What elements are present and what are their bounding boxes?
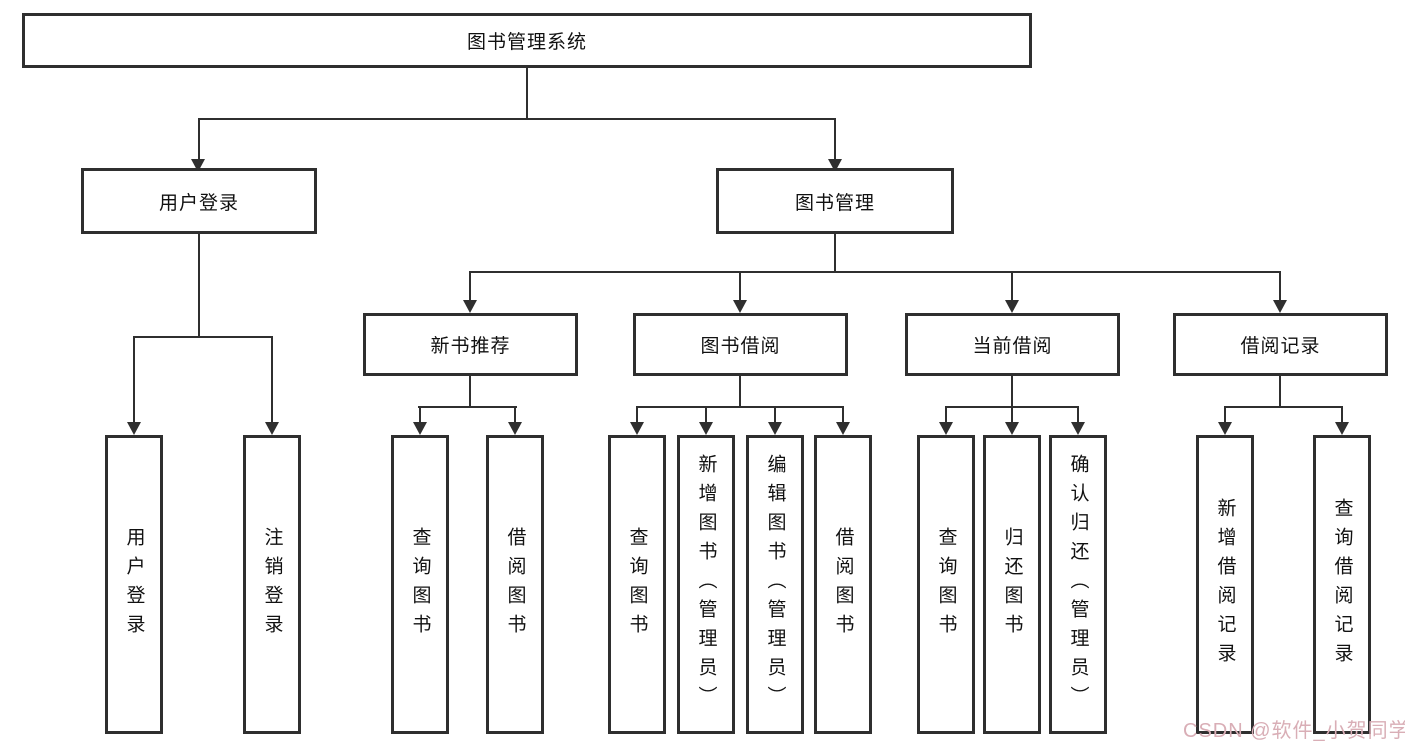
leaf-add-borrow-record: 新增借阅记录 <box>1196 435 1254 734</box>
connector-hline <box>469 271 1281 273</box>
node-current-borrowing-label: 当前借阅 <box>972 336 1053 357</box>
connector-vline <box>514 406 516 422</box>
leaf-add-borrow-record-label: 新增借阅记录 <box>1214 497 1236 672</box>
node-book-borrowing: 图书借阅 <box>633 313 848 376</box>
connector-hline <box>418 406 517 408</box>
arrow-down <box>1273 300 1287 313</box>
arrow-down <box>630 422 644 435</box>
arrow-down <box>733 300 747 313</box>
connector-vline <box>271 336 273 422</box>
connector-vline <box>1011 271 1013 300</box>
leaf-query-books-borrowing: 查询图书 <box>608 435 666 734</box>
leaf-logout-login: 注销登录 <box>243 435 301 734</box>
leaf-query-books-borrowing-label: 查询图书 <box>626 526 648 643</box>
connector-vline <box>1279 271 1281 300</box>
connector-vline <box>526 68 528 118</box>
leaf-edit-book-admin-label: 编辑图书（管理员） <box>764 454 786 715</box>
leaf-logout-login-label: 注销登录 <box>261 526 283 643</box>
leaf-add-book-admin-label: 新增图书（管理员） <box>695 454 717 715</box>
node-borrowing-records-label: 借阅记录 <box>1240 336 1321 357</box>
node-new-book-recommend-label: 新书推荐 <box>430 336 511 357</box>
leaf-return-book-label: 归还图书 <box>1001 526 1023 643</box>
leaf-query-books-recommend-label: 查询图书 <box>409 526 431 643</box>
leaf-confirm-return-admin-label: 确认归还（管理员） <box>1067 454 1089 715</box>
node-user-login-label: 用户登录 <box>158 192 239 214</box>
connector-hline <box>198 118 836 120</box>
watermark: CSDN @软件_小贺同学 <box>1183 720 1405 742</box>
node-library-system: 图书管理系统 <box>22 13 1032 68</box>
node-user-login: 用户登录 <box>81 168 317 234</box>
arrow-down <box>1005 300 1019 313</box>
arrow-down <box>127 422 141 435</box>
connector-vline <box>469 271 471 300</box>
arrow-down <box>1218 422 1232 435</box>
leaf-query-borrow-record-label: 查询借阅记录 <box>1331 497 1353 672</box>
connector-vline <box>842 406 844 422</box>
arrow-down <box>1005 422 1019 435</box>
arrow-down <box>1071 422 1085 435</box>
connector-vline <box>469 376 471 406</box>
connector-vline <box>636 406 638 422</box>
connector-hline <box>133 336 273 338</box>
arrow-down <box>939 422 953 435</box>
leaf-add-book-admin: 新增图书（管理员） <box>677 435 735 734</box>
arrow-down <box>836 422 850 435</box>
leaf-query-borrow-record: 查询借阅记录 <box>1313 435 1371 734</box>
connector-vline <box>1224 406 1226 422</box>
connector-vline <box>739 271 741 300</box>
connector-vline <box>834 234 836 271</box>
node-library-system-label: 图书管理系统 <box>466 32 587 53</box>
leaf-query-books-recommend: 查询图书 <box>391 435 449 734</box>
arrow-down <box>463 300 477 313</box>
connector-vline <box>945 406 947 422</box>
node-book-management-label: 图书管理 <box>794 192 875 214</box>
connector-vline <box>834 118 836 159</box>
connector-vline <box>133 336 135 422</box>
leaf-borrow-books-recommend: 借阅图书 <box>486 435 544 734</box>
leaf-borrow-books-borrowing-label: 借阅图书 <box>832 526 854 643</box>
arrow-down <box>768 422 782 435</box>
connector-vline <box>419 406 421 422</box>
connector-vline <box>1011 376 1013 406</box>
connector-vline <box>198 234 200 336</box>
connector-vline <box>1341 406 1343 422</box>
arrow-down <box>508 422 522 435</box>
leaf-return-book: 归还图书 <box>983 435 1041 734</box>
node-book-management: 图书管理 <box>716 168 954 234</box>
leaf-borrow-books-recommend-label: 借阅图书 <box>504 526 526 643</box>
connector-vline <box>1077 406 1079 422</box>
connector-vline <box>1011 406 1013 422</box>
node-borrowing-records: 借阅记录 <box>1173 313 1388 376</box>
leaf-edit-book-admin: 编辑图书（管理员） <box>746 435 804 734</box>
arrow-down <box>413 422 427 435</box>
connector-vline <box>198 118 200 159</box>
leaf-borrow-books-borrowing: 借阅图书 <box>814 435 872 734</box>
connector-hline <box>1224 406 1343 408</box>
leaf-query-books-current-label: 查询图书 <box>935 526 957 643</box>
arrow-down <box>1335 422 1349 435</box>
leaf-user-login-label: 用户登录 <box>123 526 145 643</box>
node-new-book-recommend: 新书推荐 <box>363 313 578 376</box>
leaf-user-login: 用户登录 <box>105 435 163 734</box>
connector-vline <box>774 406 776 422</box>
arrow-down <box>265 422 279 435</box>
node-book-borrowing-label: 图书借阅 <box>700 336 781 357</box>
node-current-borrowing: 当前借阅 <box>905 313 1120 376</box>
connector-vline <box>739 376 741 406</box>
leaf-confirm-return-admin: 确认归还（管理员） <box>1049 435 1107 734</box>
arrow-down <box>699 422 713 435</box>
leaf-query-books-current: 查询图书 <box>917 435 975 734</box>
connector-hline <box>636 406 844 408</box>
connector-vline <box>705 406 707 422</box>
connector-vline <box>1279 376 1281 406</box>
